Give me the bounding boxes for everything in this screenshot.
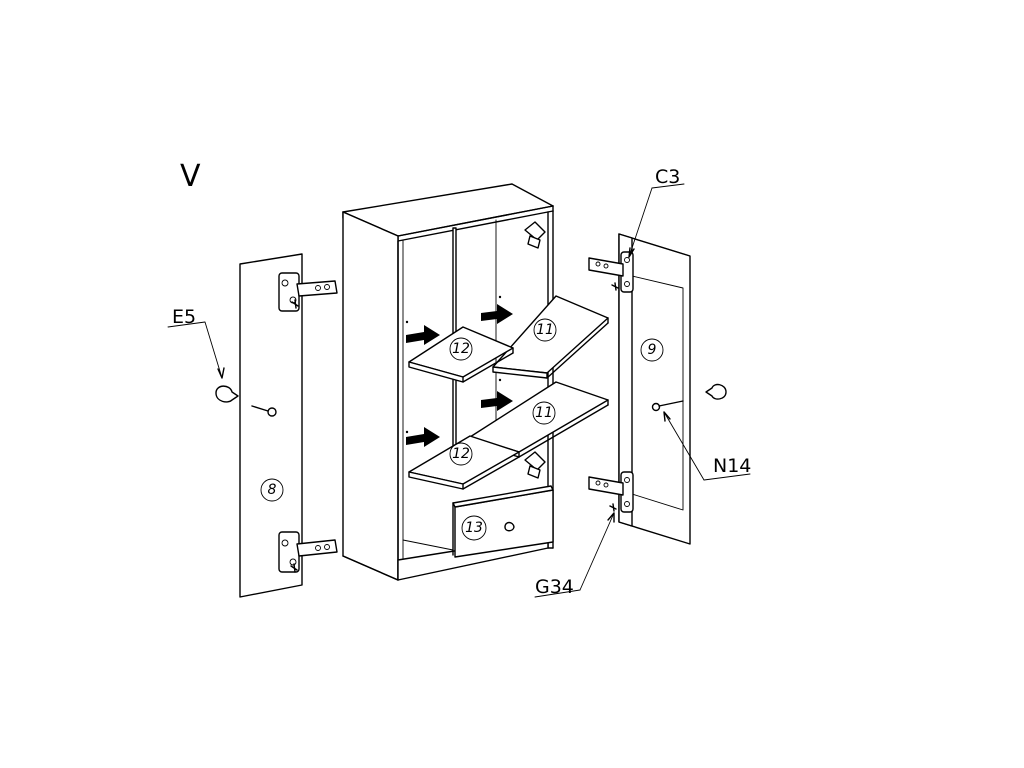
cabinet-hinge-plate-bottom <box>524 451 546 479</box>
left-door-bottom-hinge <box>278 531 338 573</box>
shelf-long-top: 11 <box>492 295 609 379</box>
drawer-number: 13 <box>465 520 483 536</box>
shelf-short-bottom-number: 12 <box>452 446 470 462</box>
n14-callout: N14 <box>663 411 751 481</box>
label-g34: G34 <box>535 576 574 598</box>
label-n14: N14 <box>713 455 751 477</box>
c3-callout: C3 <box>628 166 685 258</box>
shelf-short-top-number: 12 <box>452 341 470 357</box>
shelf-long-bottom-number: 11 <box>535 405 553 421</box>
g34-callout: G34 <box>534 512 615 598</box>
shelf-short-bottom: 12 <box>408 435 520 490</box>
drawer: 13 <box>452 485 554 558</box>
step-label: V <box>180 159 201 194</box>
arrow-shelf-short-bottom <box>406 427 440 447</box>
shelf-long-top-number: 11 <box>536 322 554 338</box>
cabinet-hinge-plate-top <box>524 221 546 249</box>
e5-callout: E5 <box>167 306 225 379</box>
right-door-number: 9 <box>648 342 657 358</box>
right-door-bottom-hinge <box>588 471 634 513</box>
arrow-shelf-short-top <box>406 325 440 345</box>
left-door: 8 <box>239 253 303 598</box>
shelf-short-top: 12 <box>408 326 514 383</box>
label-c3: C3 <box>655 166 680 188</box>
right-screw <box>651 400 684 412</box>
insertion-arrows <box>406 304 513 447</box>
label-e5: E5 <box>172 306 196 328</box>
left-door-number: 8 <box>268 482 277 498</box>
right-door: 9 <box>618 233 691 545</box>
left-knob <box>215 385 239 403</box>
cabinet <box>342 183 554 581</box>
right-knob <box>705 383 727 400</box>
arrow-shelf-long-bottom <box>481 391 513 411</box>
left-screw <box>251 405 277 417</box>
arrow-shelf-long-top <box>481 304 513 324</box>
left-door-top-hinge <box>278 272 338 312</box>
right-door-top-hinge <box>588 251 634 293</box>
